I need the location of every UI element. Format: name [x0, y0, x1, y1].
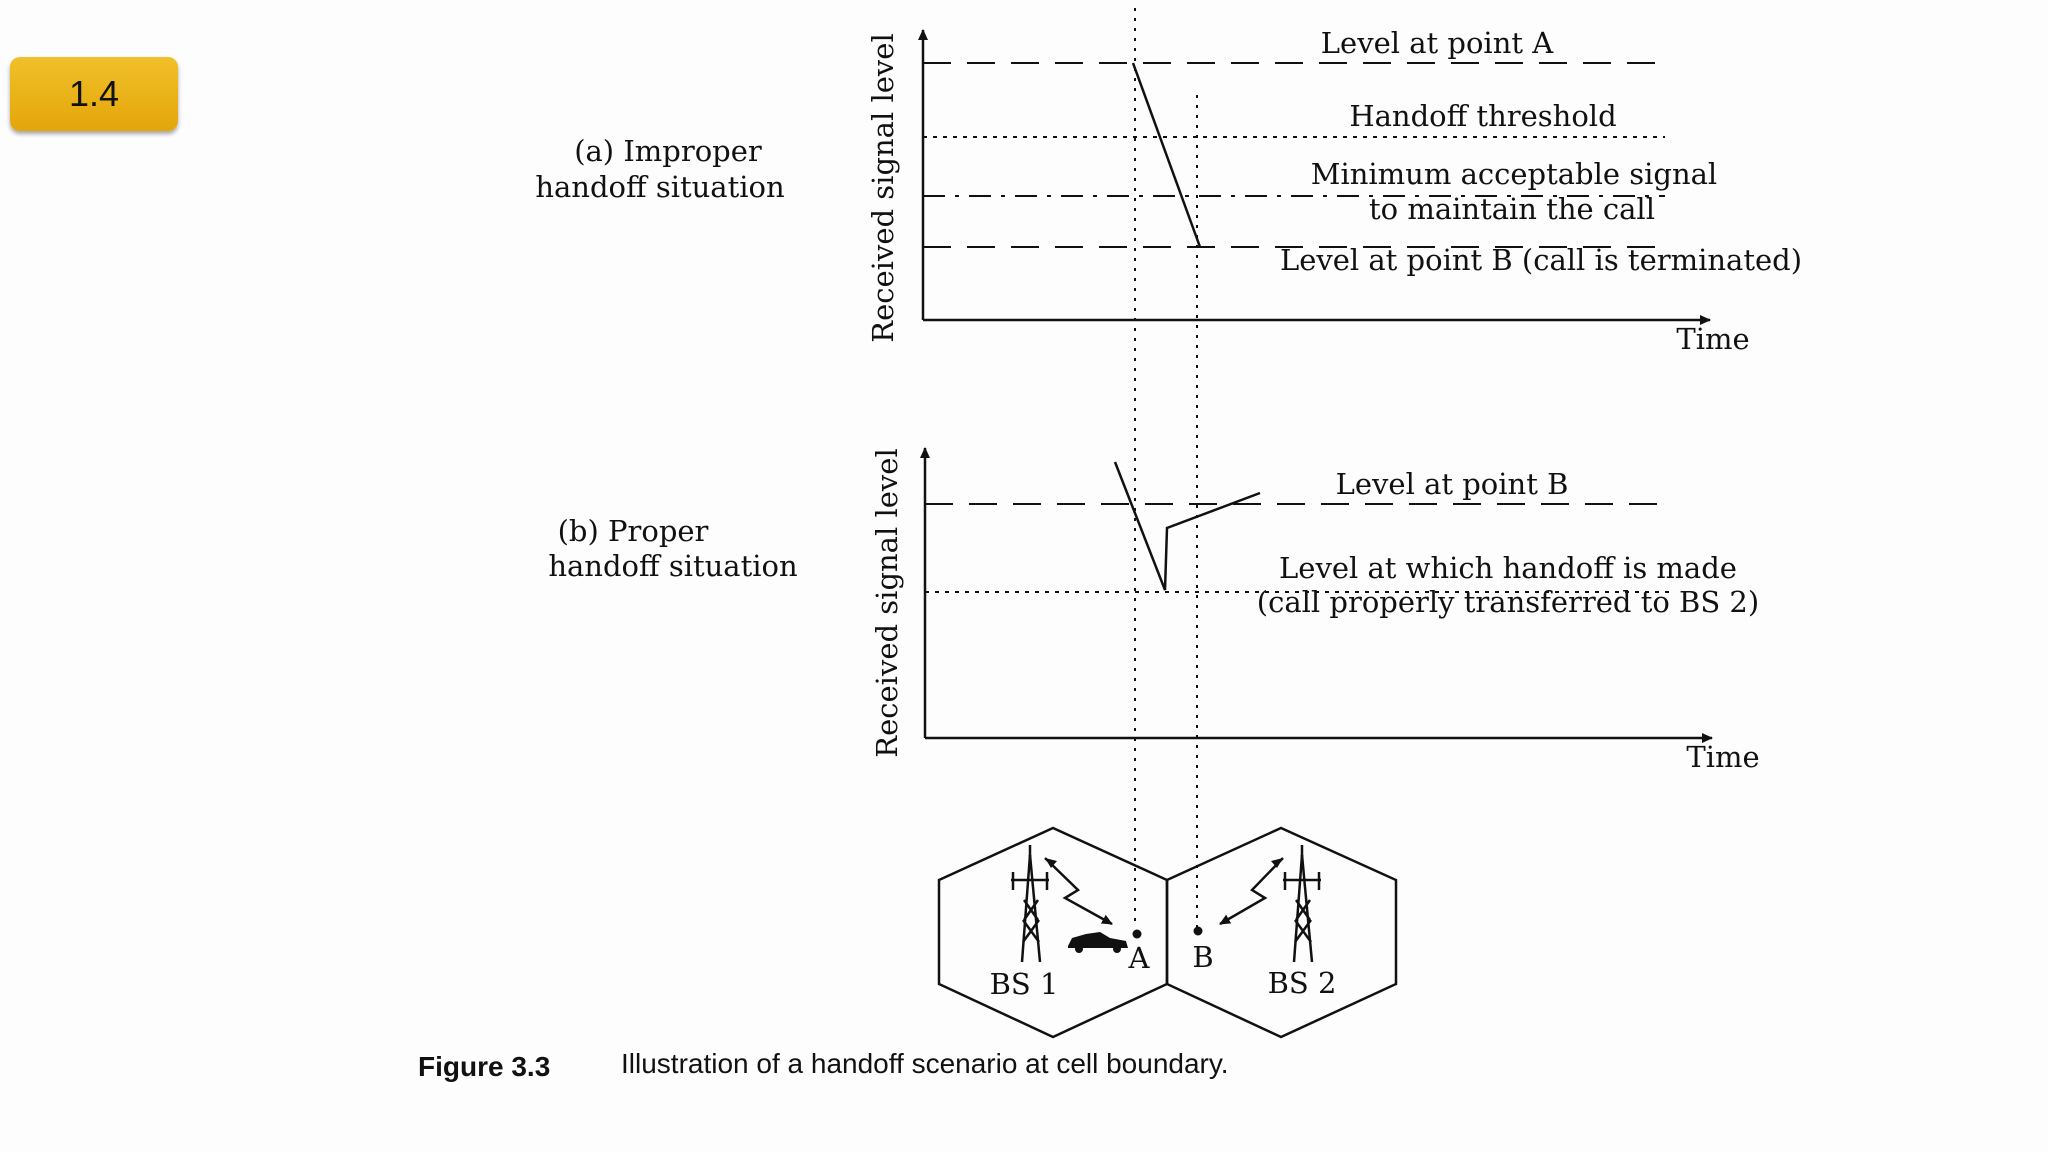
radio-link-bs1-head-icon	[1045, 858, 1057, 868]
point-a-label: A	[1128, 941, 1151, 975]
radio-link-bs2-icon	[1219, 857, 1284, 926]
figure-caption: Illustration of a handoff scenario at ce…	[621, 1048, 1229, 1079]
panel-a: (a) Improper handoff situation Received …	[535, 26, 1802, 356]
bs2-label: BS 2	[1268, 966, 1337, 1000]
tower-bs2-icon	[1283, 845, 1321, 963]
panel-a-x-axis-label: Time	[1676, 322, 1749, 356]
min-signal-label-line2: to maintain the call	[1369, 192, 1655, 226]
level-b-proper-label: Level at point B	[1336, 467, 1569, 501]
cell-diagram: A B BS 1 BS 2	[937, 826, 1398, 1039]
signal-handoff-curve	[1113, 461, 1261, 591]
min-signal-label-line1: Minimum acceptable signal	[1311, 157, 1717, 191]
point-a-dot	[1132, 929, 1142, 939]
point-b-label: B	[1192, 940, 1213, 974]
panel-a-title-line1: (a) Improper	[574, 134, 762, 168]
cell-bs2-hexagon	[1165, 826, 1398, 1039]
bs1-label: BS 1	[990, 967, 1059, 1001]
panel-b: (b) Proper handoff situation Received si…	[548, 447, 1760, 774]
car-icon	[1068, 932, 1128, 953]
panel-b-title-line2: handoff situation	[548, 549, 797, 583]
slide-number-label: 1.4	[68, 73, 120, 114]
handoff-label-line1: Level at which handoff is made	[1279, 551, 1737, 585]
figure-number: Figure 3.3	[418, 1051, 550, 1082]
panel-a-y-axis-label: Received signal level	[866, 33, 900, 342]
slide-number-badge[interactable]: 1.4	[10, 57, 178, 131]
handoff-label-line2: (call properly transferred to BS 2)	[1257, 585, 1759, 619]
radio-link-bs1-icon	[1044, 857, 1113, 926]
panel-b-y-axis-label: Received signal level	[870, 448, 904, 757]
tower-bs1-icon	[1011, 845, 1049, 963]
panel-a-title-line2: handoff situation	[535, 170, 784, 204]
threshold-label: Handoff threshold	[1349, 99, 1616, 133]
level-a-label: Level at point A	[1321, 26, 1554, 60]
signal-drop-curve	[1131, 62, 1202, 248]
level-b-terminated-label: Level at point B (call is terminated)	[1280, 243, 1802, 277]
point-b-dot	[1193, 926, 1203, 936]
panel-b-title-line1: (b) Proper	[558, 514, 709, 548]
panel-b-x-axis-label: Time	[1686, 740, 1759, 774]
radio-link-bs2-head-icon	[1271, 858, 1283, 868]
